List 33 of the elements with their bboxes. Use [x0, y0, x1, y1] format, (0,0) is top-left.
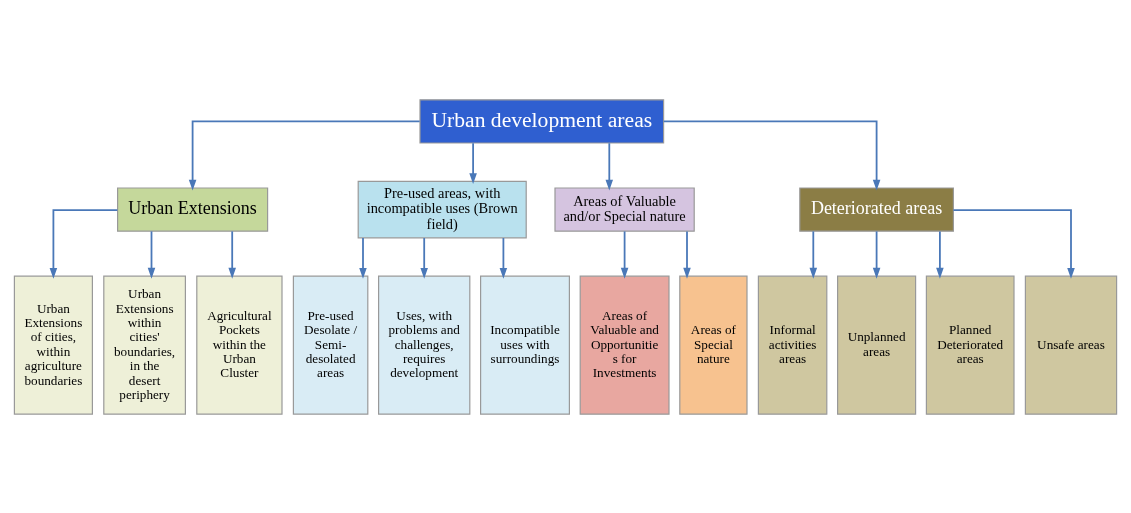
arrow [662, 120, 881, 191]
node-box: Areas of Valuable and Opportunities for Investments [579, 275, 670, 415]
arrow [469, 141, 477, 184]
node-box: Deteriorated areas [799, 186, 954, 232]
arrow [683, 230, 691, 279]
node-box: Pre-used areas, with incompatible uses (Brown field) [357, 180, 527, 238]
node-box: Pre-used Desolate / Semi-desolated areas [292, 275, 369, 415]
node-box: Urban development areas [419, 98, 665, 144]
node-box: Incompatible uses with surroundings [480, 275, 570, 415]
node-box: Areas of Valuable and/or Special nature [554, 186, 695, 232]
arrow [952, 208, 1075, 279]
node-box: Urban Extensions of cities, within agriculture boundaries [13, 275, 93, 415]
arrow [809, 230, 818, 279]
arrow [620, 230, 629, 279]
arrow [605, 141, 614, 190]
arrow [228, 230, 236, 279]
node-box: Agricultural Pockets within the Urban Cluster [196, 275, 283, 415]
node-box: Urban Extensions within cities' boundaries, in the desert periphery [103, 275, 186, 415]
arrow [359, 236, 367, 279]
arrow [872, 230, 881, 279]
arrow [49, 208, 119, 279]
node-box: Planned Deteriorated areas [925, 275, 1015, 415]
arrow [188, 120, 421, 191]
node-box: Informal activities areas [757, 275, 828, 415]
node-box: Unplanned areas [837, 275, 917, 415]
arrow [420, 236, 428, 279]
arrow [147, 230, 156, 279]
node-box: Urban Extensions [117, 186, 269, 232]
arrow [936, 230, 944, 279]
node-box: Unsafe areas [1024, 275, 1118, 415]
node-box: Areas of Special nature [679, 275, 748, 415]
arrow [499, 236, 508, 279]
node-box: Uses, with problems and challenges, requires development [378, 275, 471, 415]
